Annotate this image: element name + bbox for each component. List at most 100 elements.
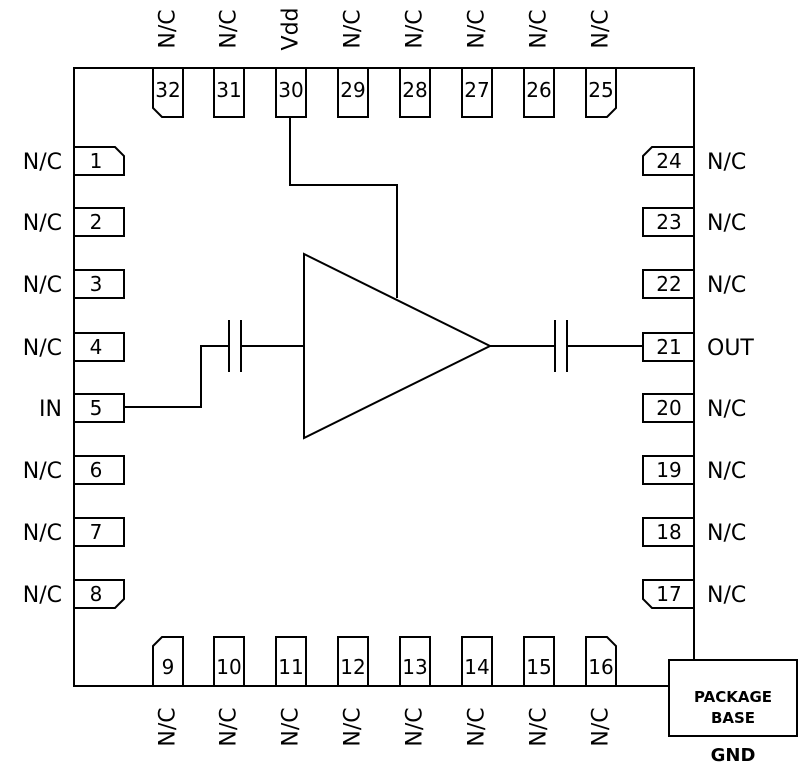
package-base-label-line1: PACKAGE [694, 688, 772, 706]
pin-20-number: 20 [656, 396, 681, 420]
pin-31-label: N/C [217, 9, 242, 48]
pin-4-number: 4 [90, 335, 103, 359]
pin-14-number: 14 [464, 655, 489, 679]
pin-18-pad [642, 517, 695, 547]
pin-19-pad [642, 455, 695, 485]
pin-24-number: 24 [656, 149, 681, 173]
pin-21-label: OUT [707, 336, 754, 361]
pin-2-label: N/C [23, 211, 62, 236]
pin-13-number: 13 [402, 655, 427, 679]
pin-26-pad [523, 67, 555, 118]
pin-21-pad [642, 332, 695, 362]
pin-2-number: 2 [90, 210, 103, 234]
pin-4-label: N/C [23, 336, 62, 361]
pin-16-number: 16 [588, 655, 613, 679]
pin-16-pad [585, 636, 617, 687]
pin-26-number: 26 [526, 78, 551, 102]
pin-6-pad [73, 455, 125, 485]
pin-23-number: 23 [656, 210, 681, 234]
pin-32-number: 32 [155, 78, 180, 102]
pin-7-number: 7 [90, 520, 103, 544]
pin-5-label: IN [39, 397, 62, 422]
pin-30-label: Vdd [279, 8, 304, 51]
pin-3-label: N/C [23, 273, 62, 298]
pin-5-number: 5 [90, 396, 103, 420]
pin-7-label: N/C [23, 521, 62, 546]
pin-3-number: 3 [90, 272, 103, 296]
input-wire [124, 345, 229, 408]
pin-18-number: 18 [656, 520, 681, 544]
pin-16-label: N/C [589, 707, 614, 746]
pin-10-number: 10 [216, 655, 241, 679]
pin-21-number: 21 [656, 335, 681, 359]
pin-1-number: 1 [90, 149, 103, 173]
pin-11-number: 11 [278, 655, 303, 679]
pin-12-pad [337, 636, 369, 687]
package-base-label-line2: BASE [711, 709, 755, 727]
pin-22-pad [642, 269, 695, 299]
pin-5-pad [73, 393, 125, 423]
vdd-wire [289, 117, 398, 298]
pin-10-pad [213, 636, 245, 687]
pin-20-label: N/C [707, 397, 746, 422]
pin-8-label: N/C [23, 583, 62, 608]
pin-13-pad [399, 636, 431, 687]
pin-29-number: 29 [340, 78, 365, 102]
pin-11-label: N/C [279, 707, 304, 746]
pin-28-label: N/C [403, 9, 428, 48]
pin-14-pad [461, 636, 493, 687]
pin-12-label: N/C [341, 707, 366, 746]
pin-25-label: N/C [589, 9, 614, 48]
pin-30-pad [275, 67, 307, 118]
pin-2-pad [73, 207, 125, 237]
pin-13-label: N/C [403, 707, 428, 746]
pin-6-label: N/C [23, 459, 62, 484]
pin-15-pad [523, 636, 555, 687]
ground-label: GND [711, 745, 756, 766]
pin-19-number: 19 [656, 458, 681, 482]
pin-22-number: 22 [656, 272, 681, 296]
amplifier-triangle [303, 252, 493, 440]
pin-31-number: 31 [216, 78, 241, 102]
pin-3-pad [73, 269, 125, 299]
pin-22-label: N/C [707, 273, 746, 298]
pin-23-pad [642, 207, 695, 237]
pin-8-number: 8 [90, 582, 103, 606]
package-base-box [668, 659, 798, 737]
pin-30-number: 30 [278, 78, 303, 102]
pin-9-pad [152, 636, 184, 687]
pin-7-pad [73, 517, 125, 547]
output-capacitor [554, 320, 568, 372]
pin-20-pad [642, 393, 695, 423]
pin-28-pad [399, 67, 431, 118]
pin-15-number: 15 [526, 655, 551, 679]
pin-14-label: N/C [465, 707, 490, 746]
pin-29-label: N/C [341, 9, 366, 48]
pin-26-label: N/C [527, 9, 552, 48]
pin-4-pad [73, 332, 125, 362]
pin-27-number: 27 [464, 78, 489, 102]
input-capacitor [228, 320, 242, 372]
pin-31-pad [213, 67, 245, 118]
pin-10-label: N/C [217, 707, 242, 746]
package-body [73, 67, 695, 687]
pin-17-number: 17 [656, 582, 681, 606]
pin-32-label: N/C [156, 9, 181, 48]
pin-24-pad [642, 146, 695, 176]
pin-9-label: N/C [156, 707, 181, 746]
pin-28-number: 28 [402, 78, 427, 102]
pin-12-number: 12 [340, 655, 365, 679]
pin-9-number: 9 [162, 655, 175, 679]
pin-6-number: 6 [90, 458, 103, 482]
pin-18-label: N/C [707, 521, 746, 546]
pin-32-pad [152, 67, 184, 118]
pin-29-pad [337, 67, 369, 118]
pin-19-label: N/C [707, 459, 746, 484]
pin-25-pad [585, 67, 617, 118]
pin-17-label: N/C [707, 583, 746, 608]
pin-23-label: N/C [707, 211, 746, 236]
